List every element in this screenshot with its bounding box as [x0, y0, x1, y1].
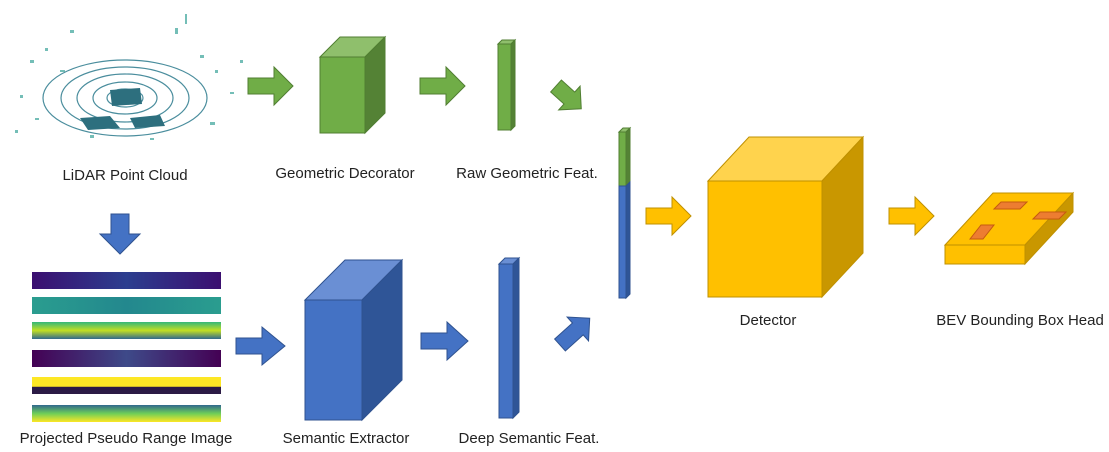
bbox-3: [968, 224, 996, 240]
arrow-down-icon: [98, 213, 142, 255]
range-row-4: [32, 350, 221, 367]
arrow-right-icon: [247, 65, 294, 107]
label-bev-head: BEV Bounding Box Head: [936, 312, 1104, 329]
semantic-extractor-block: [303, 258, 404, 422]
arrow-up-right-icon: [553, 316, 591, 352]
deep-semantic-feature-bar: [497, 256, 521, 420]
range-row-5: [32, 377, 221, 394]
arrow-right-icon: [420, 320, 469, 362]
concatenated-feature-bar: [617, 126, 632, 300]
range-row-1: [32, 272, 221, 289]
label-semantic-extractor: Semantic Extractor: [282, 430, 410, 447]
geometric-decorator-block: [318, 35, 387, 135]
range-row-3: [32, 322, 221, 339]
bbox-2: [1031, 211, 1068, 220]
arrow-right-icon: [235, 325, 286, 367]
detector-block: [706, 135, 865, 299]
label-raw-geometric-feat: Raw Geometric Feat.: [456, 165, 598, 182]
arrow-right-icon: [888, 195, 935, 237]
label-lidar-point-cloud: LiDAR Point Cloud: [62, 167, 188, 184]
label-geometric-decorator: Geometric Decorator: [275, 165, 415, 182]
range-row-6: [32, 405, 221, 422]
arrow-right-icon: [419, 65, 466, 107]
raw-geometric-feature-bar: [496, 38, 517, 132]
arrow-down-right-icon: [549, 79, 582, 111]
bev-bounding-boxes: [968, 201, 1068, 240]
lidar-point-cloud-image: [15, 14, 243, 140]
arrow-right-icon: [645, 195, 692, 237]
label-detector: Detector: [739, 312, 797, 329]
bbox-1: [992, 201, 1029, 210]
range-row-2: [32, 297, 221, 314]
range-image-stack: [32, 272, 221, 422]
label-projected-range-image: Projected Pseudo Range Image: [19, 430, 233, 447]
label-deep-semantic-feat: Deep Semantic Feat.: [458, 430, 600, 447]
